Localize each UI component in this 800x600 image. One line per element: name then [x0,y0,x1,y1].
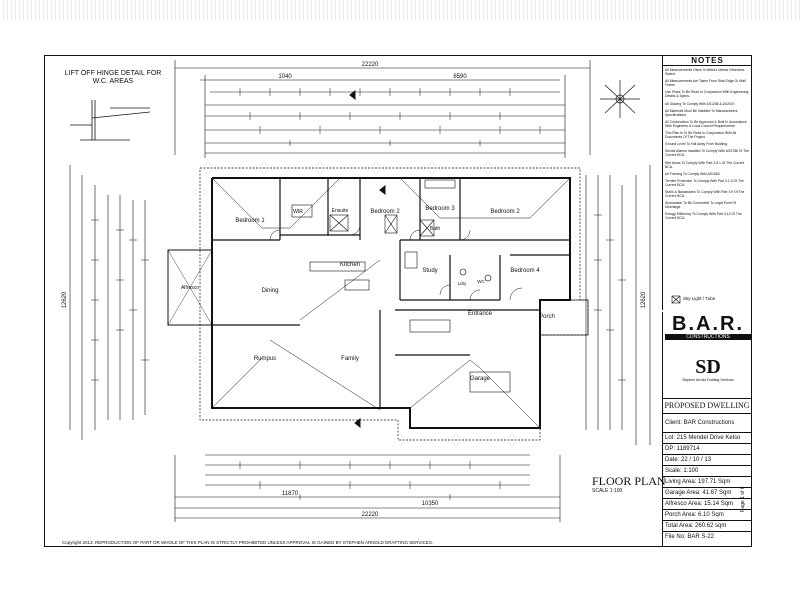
top-dimension-ticks [239,88,541,146]
designer-mark: SD [695,356,721,378]
dim-bottom-b: 10350 [422,501,439,507]
room-garage: Garage [470,376,491,382]
room-bedroom1: Bedroom 1 [235,218,265,224]
dim-right: 12620 [641,291,647,308]
designer-name: Stephen Arnold Drafting Services [682,378,734,382]
room-wir: WIR [293,209,303,215]
note-item: All Framing To Comply With AS1684. [665,171,721,176]
right-dimension-ticks [594,214,626,381]
company-name: B.A.R. [672,313,744,335]
arrow-marker-icons [349,89,386,429]
fixtures [291,179,511,393]
room-bedroom2: Bedroom 2 [370,209,400,215]
room-porch: Porch [539,314,555,320]
porch-area-row: Porch Area: 6.10 Sqm [662,510,752,521]
date-row: Date: 22 / 10 / 13 [662,455,752,466]
left-dimension-lines [69,165,146,440]
door-swings [269,224,523,301]
title-block [662,312,752,547]
room-entrance: Entrance [468,311,493,317]
proposed-dwelling-title: PROPOSED DWELLING [662,398,752,414]
scale-row: Scale: 1:100 [662,466,752,477]
room-study: Study [422,268,437,274]
notes-panel: NOTES All Measurements Given In Metres U… [662,56,752,310]
note-item: Stairs & Balustrades To Comply With Part… [665,189,745,199]
scan-artifact [0,0,800,20]
alfresco-area-row: Alfresco Area: 15.14 Sqm [662,499,752,510]
dim-bottom-a: 11870 [282,491,299,497]
skylight-legend-icon [671,295,681,304]
copyright-notice: Copyright 2013. REPRODUCTION OF PART OR … [62,540,434,545]
file-row: File No: BAR S-22 [665,534,715,540]
room-rumpus: Rumpus [254,356,276,362]
drawing-scale: SCALE 1:100 [592,488,623,494]
room-dining: Dining [261,288,278,294]
drawing-title: FLOOR PLAN [592,474,666,488]
interior-walls [212,178,570,408]
company-sub: CONSTRUCTIONS [665,334,751,340]
bottom-dimension-ticks [239,461,501,500]
dim-top-a: 1040 [278,74,292,80]
north-arrow-icon [600,80,640,118]
dp-row: DP: 1189714 [662,444,752,455]
total-area-row: Total Area: 260.62 sqm [662,521,752,532]
title-block-rows: Client: BAR Constructions Lot: 215 Mende… [662,414,752,542]
room-bedroom4: Bedroom 4 [510,268,540,274]
notes-list: All Measurements Given In Metres Unless … [663,68,752,221]
note-item: All Glazing To Comply With AS1288 & AS20… [665,101,736,106]
room-bedroom3b: Bedroom 2 [490,209,520,215]
dim-overall-bottom: 22220 [362,512,379,518]
note-item: This Plan Is To Be Read In Conjunction W… [665,131,737,140]
note-item: Smoke Alarms Installed To Comply With AS… [665,149,750,158]
room-bedroom3: Bedroom 3 [425,206,455,212]
living-area-row: Living Area: 197.71 Sqm [662,477,752,488]
dim-overall-top: 22220 [362,62,379,68]
note-item: All Measurements Given In Metres Unless … [665,68,745,77]
client-row: Client: BAR Constructions [662,414,752,433]
sheet-number: Page 1 of 6 [740,486,746,512]
skylight-legend-label: Sky Light / Tube [683,296,716,301]
lot-row: Lot: 215 Mendel Drive Kelso [662,433,752,444]
note-item: Energy Efficiency To Comply With Part 3.… [665,212,742,221]
hinge-detail-sketch [70,100,151,141]
roof-hip-lines [211,177,571,429]
room-kitchen: Kitchen [340,262,360,268]
room-ldry: Ldry [458,281,468,286]
room-alfresco: Alfresco [181,285,199,291]
drawing-sheet-border [44,55,752,547]
note-item: All Measurements Are Taken From Slab Edg… [665,79,746,88]
top-dimension-lines [174,60,591,158]
room-ensuite: Ensuite [332,208,349,214]
lift-off-hinge-title: LIFT OFF HINGE DETAIL FOR W.C. AREAS [64,70,162,85]
porch-outline [540,299,589,336]
room-family: Family [341,356,359,362]
note-item: Wet Areas To Comply With Part 3.8.1 Of T… [665,160,745,169]
note-item: All Materials Must Be Installed To Manuf… [665,108,738,117]
left-dimension-ticks [91,219,149,381]
right-dimension-lines [585,165,651,445]
garage-area-row: Garage Area: 41.67 Sqm [662,488,752,499]
notes-heading: NOTES [663,56,752,66]
note-item: All Construction To Be Approved & Built … [665,119,747,128]
note-item: Stormwater To Be Connected To Legal Poin… [665,201,737,210]
designer-logo: SD Stephen Arnold Drafting Services [665,356,751,396]
note-item: Ground Level To Fall Away From Building. [665,142,729,147]
dim-top-b: 8590 [453,74,467,80]
room-bath: Bath [430,226,441,232]
note-item: Use Plans To Be Read In Conjunction With… [665,90,749,99]
room-wc: WC [477,279,485,284]
dim-left: 12620 [62,291,68,308]
bottom-dimension-lines [174,454,561,522]
alfresco-outline [167,249,213,326]
bar-constructions-logo: B.A.R. CONSTRUCTIONS [665,314,751,354]
external-walls [211,177,571,429]
note-item: Termite Protection To Comply With Part 3… [665,178,744,187]
